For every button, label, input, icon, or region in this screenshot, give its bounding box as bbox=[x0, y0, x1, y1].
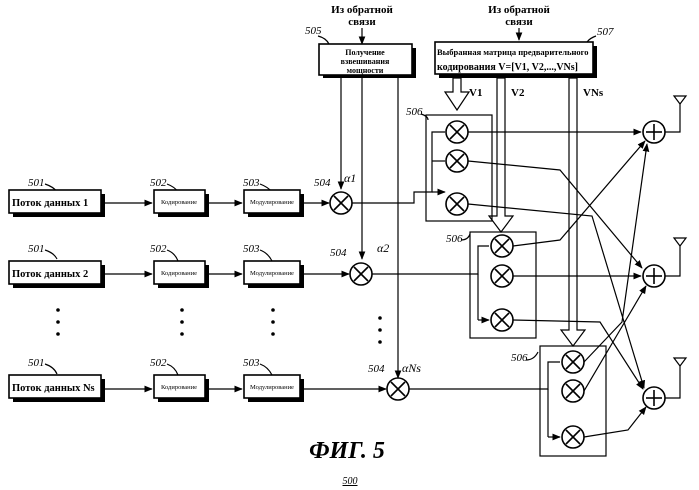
power-weighting-block: Получение взвешивания мощности bbox=[319, 44, 416, 78]
precoder-2-multiplier-3 bbox=[491, 309, 513, 331]
coder-1-label: Кодирование bbox=[161, 199, 197, 206]
figure-caption: ФИГ. 5 bbox=[309, 438, 385, 464]
ref-501-leader-rowns bbox=[45, 364, 57, 374]
precoder-3-multiplier-1 bbox=[562, 351, 584, 373]
matrix-block-line2: кодирования V=[V1, V2,...,VNs] bbox=[437, 62, 578, 73]
ref-506-group2: 506 bbox=[446, 233, 463, 245]
vector-label-vns: VNs bbox=[583, 87, 604, 99]
precoder-1-multiplier-3 bbox=[446, 193, 468, 215]
summer-3 bbox=[643, 387, 665, 409]
coder-ns-label: Кодирование bbox=[161, 384, 197, 391]
precoding-matrix-block: Выбранная матрица предварительного кодир… bbox=[435, 42, 597, 78]
ref-507-leader bbox=[587, 36, 596, 42]
feedback-label-1-line2: связи bbox=[348, 16, 376, 28]
vector-v1-arrow bbox=[445, 78, 469, 110]
power-multiplier-2 bbox=[350, 263, 372, 285]
power-block-line3: мощности bbox=[347, 66, 384, 75]
vector-vns-arrow bbox=[561, 78, 585, 346]
ref-502-leader-rowns bbox=[167, 364, 178, 375]
ref-502-rowns: 502 bbox=[150, 357, 167, 369]
power-block-line1: Получение bbox=[345, 48, 385, 57]
data-stream-ns-label: Поток данных Ns bbox=[12, 383, 95, 394]
precoder-3-multiplier-3 bbox=[562, 426, 584, 448]
summer-2 bbox=[643, 265, 665, 287]
ref-501-rowns: 501 bbox=[28, 357, 45, 369]
antenna-3 bbox=[665, 358, 686, 398]
coder-2-label: Кодирование bbox=[161, 270, 197, 277]
precoder-2-multiplier-1 bbox=[491, 235, 513, 257]
power-multiplier-1 bbox=[330, 192, 352, 214]
ellipsis-column-coders bbox=[180, 308, 184, 336]
precoder-group-2: 506 bbox=[372, 232, 536, 338]
feedback-label-2-line1: Из обратной bbox=[488, 4, 550, 16]
ref-506-leader-group3 bbox=[526, 352, 538, 360]
alpha-label-1: α1 bbox=[344, 171, 356, 185]
ellipsis-column-modulators bbox=[271, 308, 275, 336]
ref-506-group3: 506 bbox=[511, 352, 528, 364]
ref-502-row1: 502 bbox=[150, 177, 167, 189]
summer-1 bbox=[643, 121, 665, 143]
ref-505-leader bbox=[318, 36, 329, 44]
ref-502-row2: 502 bbox=[150, 243, 167, 255]
precoder-2-multiplier-2 bbox=[491, 265, 513, 287]
modulator-ns-label: Модулирование bbox=[250, 384, 294, 391]
power-block-line2: взвешивания bbox=[341, 57, 390, 66]
power-multiplier-ns bbox=[387, 378, 409, 400]
feedback-label-1: Из обратной связи bbox=[331, 4, 393, 28]
antenna-1 bbox=[665, 96, 686, 132]
feedback-label-1-line1: Из обратной bbox=[331, 4, 393, 16]
vector-label-v2: V2 bbox=[511, 87, 525, 99]
ref-503-row1: 503 bbox=[243, 177, 260, 189]
ref-501-row1: 501 bbox=[28, 177, 45, 189]
ref-503-rowns: 503 bbox=[243, 357, 260, 369]
data-stream-1-label: Поток данных 1 bbox=[12, 198, 88, 209]
ref-503-row2: 503 bbox=[243, 243, 260, 255]
antenna-2 bbox=[665, 238, 686, 276]
ref-501-leader-row2 bbox=[45, 250, 57, 259]
ref-502-leader-row2 bbox=[167, 250, 178, 261]
ref-506-group1: 506 bbox=[406, 106, 423, 118]
vector-v2-arrow bbox=[489, 78, 513, 232]
alpha-label-ns: αNs bbox=[402, 361, 421, 375]
ref-504-row1: 504 bbox=[314, 177, 331, 189]
precoder-group-3: 506 bbox=[409, 346, 606, 456]
ref-507: 507 bbox=[597, 26, 614, 38]
ellipsis-column-streams bbox=[56, 308, 60, 336]
ellipsis-column-multipliers bbox=[378, 316, 382, 344]
alpha-label-2: α2 bbox=[377, 241, 389, 255]
feedback-label-2-line2: связи bbox=[505, 16, 533, 28]
stream-row-2: 501 Поток данных 2 502 Кодирование 503 М… bbox=[9, 243, 372, 288]
feedback-label-2: Из обратной связи bbox=[488, 4, 550, 28]
modulator-2-label: Модулирование bbox=[250, 270, 294, 277]
matrix-block-line1: Выбранная матрица предварительного bbox=[437, 47, 589, 57]
data-stream-2-label: Поток данных 2 bbox=[12, 269, 88, 280]
figure-number: 500 bbox=[343, 476, 358, 487]
ref-501-row2: 501 bbox=[28, 243, 45, 255]
modulator-1-label: Модулирование bbox=[250, 199, 294, 206]
ref-504-rowns: 504 bbox=[368, 363, 385, 375]
stream-row-ns: 501 Поток данных Ns 502 Кодирование 503 … bbox=[9, 357, 409, 402]
precoder-1-multiplier-1 bbox=[446, 121, 468, 143]
ref-505: 505 bbox=[305, 25, 322, 37]
precoder-1-multiplier-2 bbox=[446, 150, 468, 172]
vector-label-v1: V1 bbox=[469, 87, 482, 99]
ref-504-row2: 504 bbox=[330, 247, 347, 259]
ref-503-leader-row2 bbox=[260, 250, 272, 261]
ref-503-leader-rowns bbox=[260, 364, 272, 375]
precoder-3-multiplier-2 bbox=[562, 380, 584, 402]
stream-row-1: 501 Поток данных 1 502 Кодирование 503 М… bbox=[9, 177, 352, 217]
